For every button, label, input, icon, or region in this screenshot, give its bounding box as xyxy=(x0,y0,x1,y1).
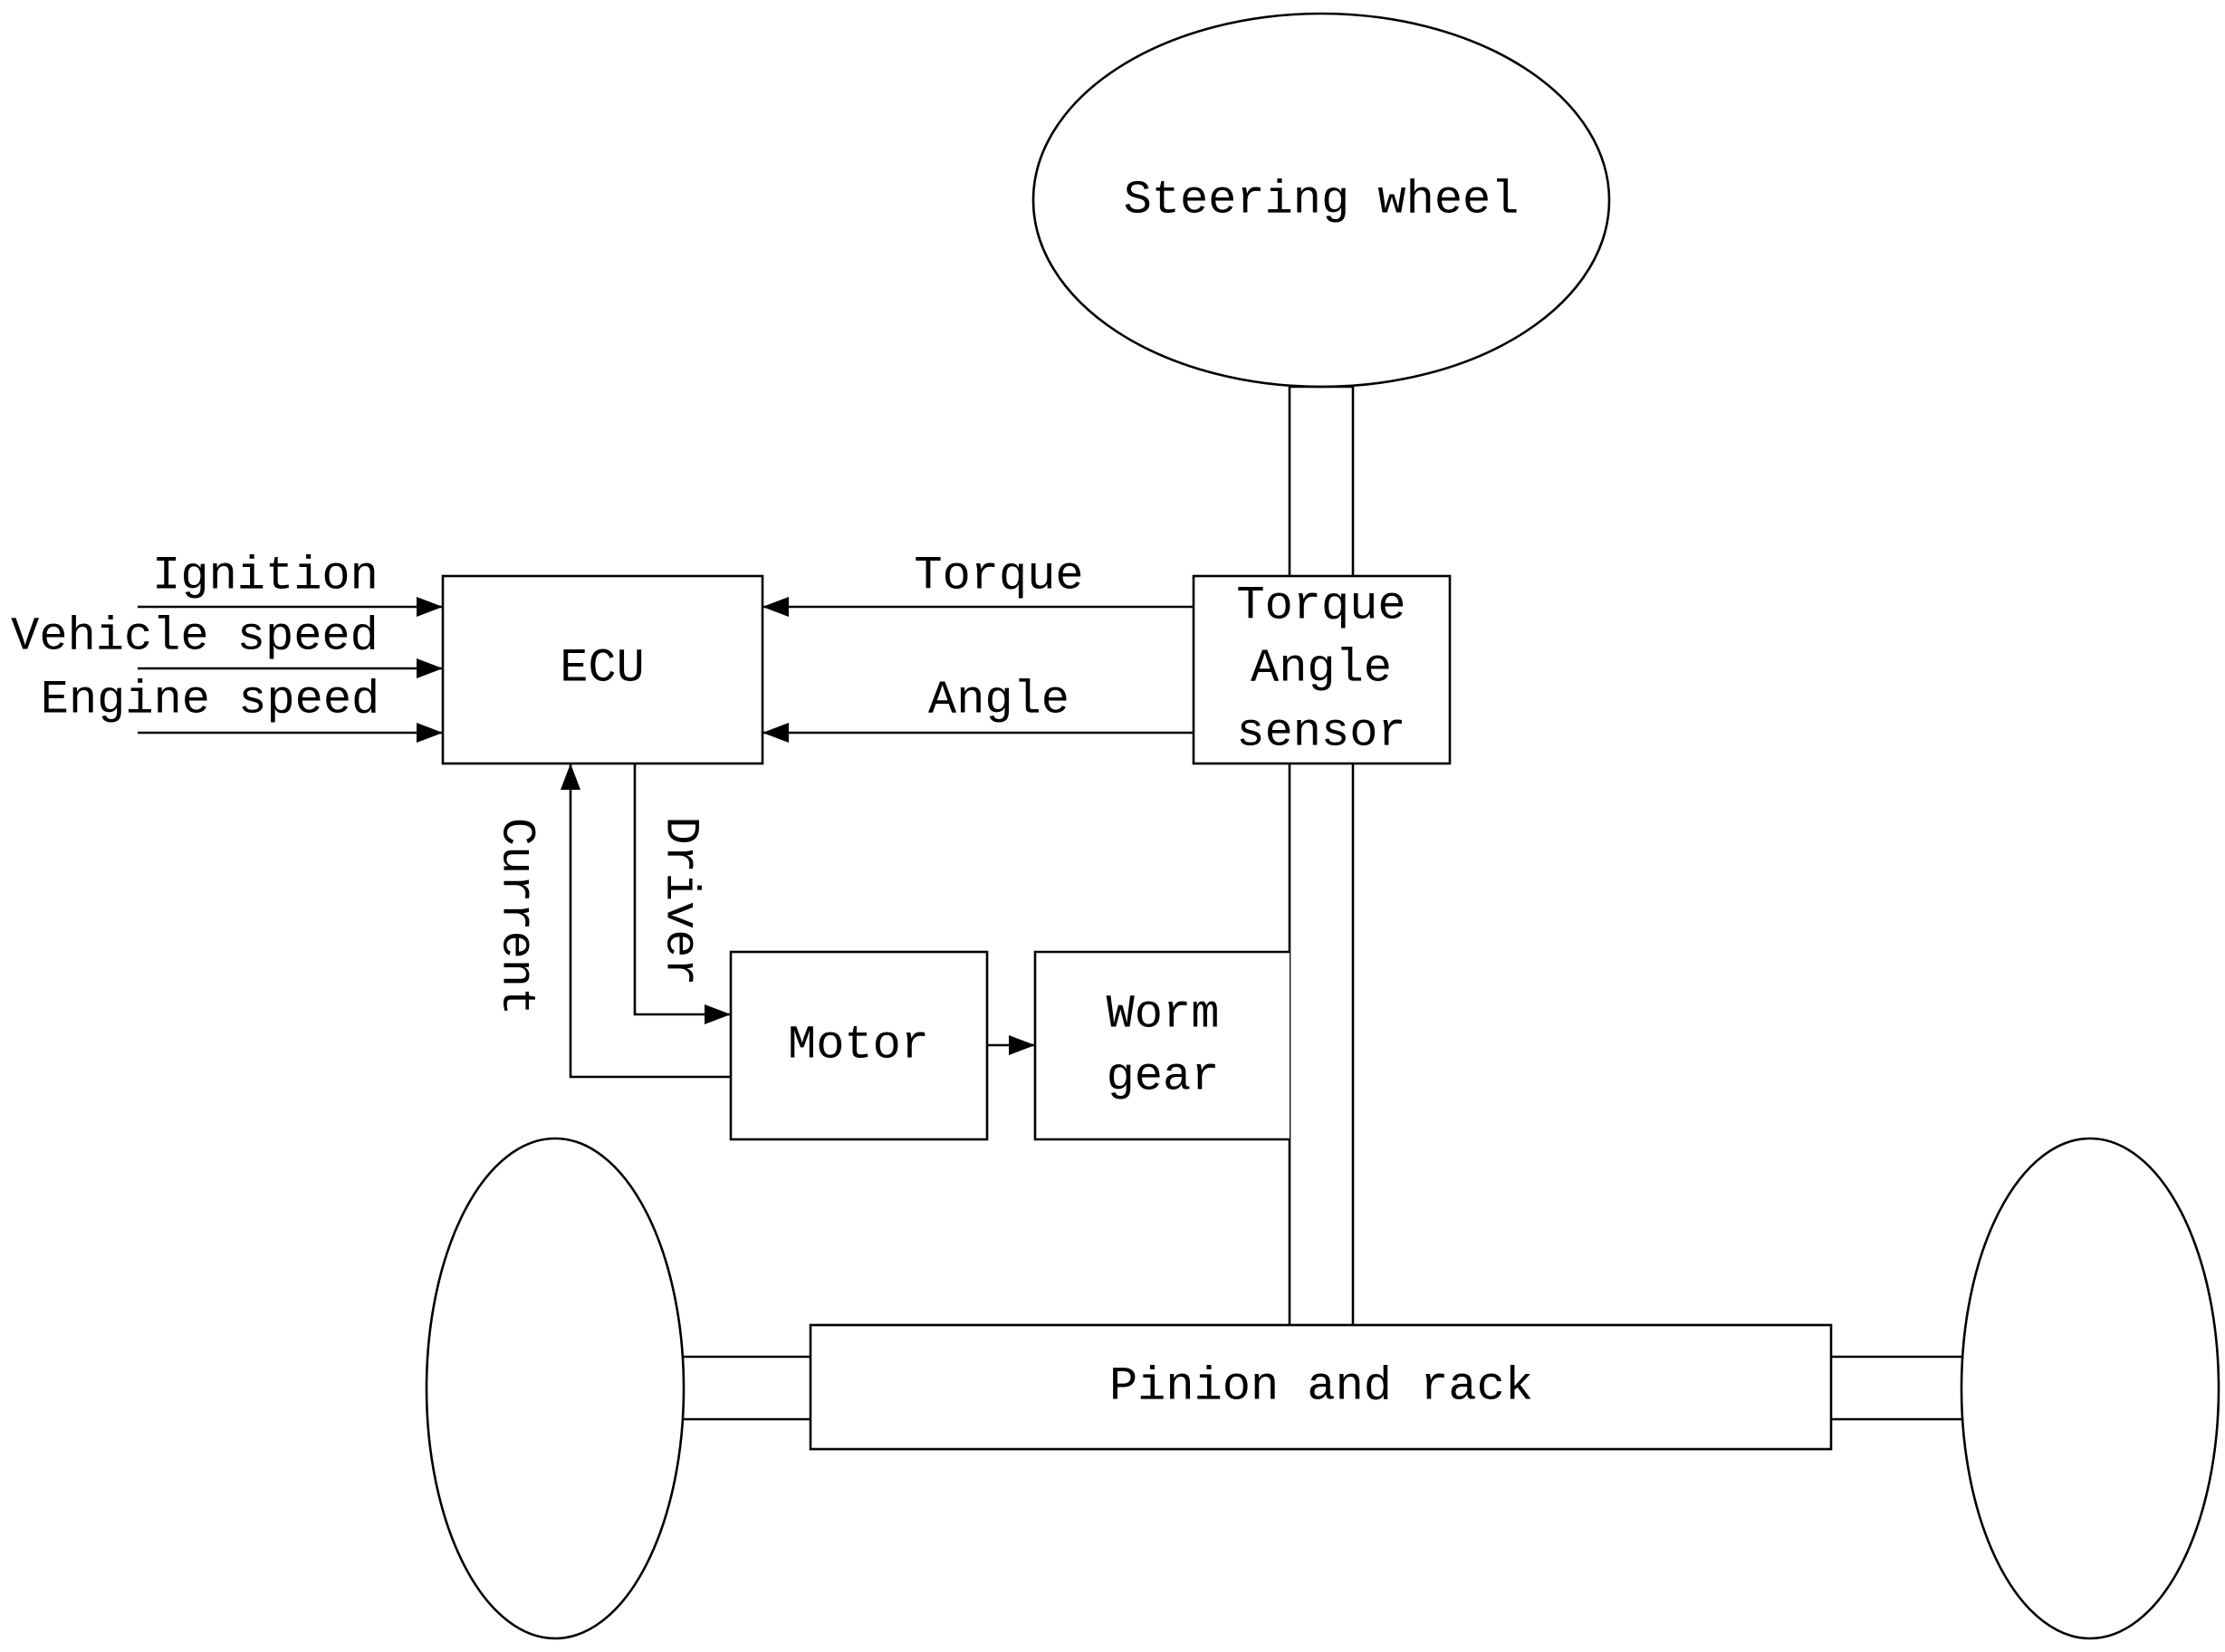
motor-to-worm-arrowhead xyxy=(1009,1035,1035,1055)
engine-speed-label: Engine speed xyxy=(41,674,379,727)
left-axle xyxy=(682,1355,810,1421)
driver-signal-arrow xyxy=(633,764,731,1016)
ecu-label: ECU xyxy=(560,642,645,696)
vehicle-speed-label: Vehicle speed xyxy=(11,610,379,664)
pinion-rack-box xyxy=(809,1323,1833,1451)
right-wheel xyxy=(1960,1137,2220,1640)
motor-box xyxy=(729,950,989,1141)
right-axle xyxy=(1831,1355,1961,1421)
torque-signal-arrowhead xyxy=(762,597,789,617)
left-wheel xyxy=(425,1137,686,1640)
ecu-box xyxy=(441,574,764,765)
engine-speed-arrowhead xyxy=(417,723,443,743)
driver-signal-arrowhead xyxy=(705,1004,731,1024)
worm-gear-label-worm: Worm xyxy=(1107,988,1220,1042)
steering-wheel-label: Steering wheel xyxy=(1124,174,1520,227)
angle-signal-label: Angle xyxy=(928,674,1069,727)
ignition-label: Ignition xyxy=(152,550,379,603)
current-signal-label: Current xyxy=(489,818,542,1015)
sensor-label-torque: Torque xyxy=(1236,580,1405,633)
steering-column-lower xyxy=(1288,764,1355,1325)
driver-signal-label: Driver xyxy=(653,816,706,985)
worm-gear-box xyxy=(1033,950,1290,1141)
torque-signal-label: Torque xyxy=(914,550,1083,603)
worm-gear-label-gear: gear xyxy=(1107,1051,1220,1104)
vehicle-speed-arrowhead xyxy=(417,658,443,678)
sensor-label-sensor: sensor xyxy=(1236,706,1405,760)
current-signal-arrow xyxy=(569,764,731,1079)
motor-label: Motor xyxy=(788,1019,929,1072)
sensor-label-angle: Angle xyxy=(1251,642,1392,696)
steering-column-upper xyxy=(1288,385,1355,576)
ignition-arrowhead xyxy=(417,597,443,617)
current-signal-arrowhead xyxy=(561,764,580,790)
pinion-rack-label: Pinion and rack xyxy=(1109,1360,1533,1414)
angle-signal-arrowhead xyxy=(762,723,789,743)
torque-angle-sensor-box xyxy=(1192,574,1452,765)
